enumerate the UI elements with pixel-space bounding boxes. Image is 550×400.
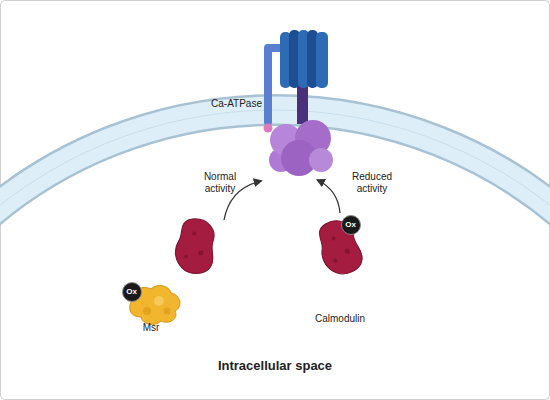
pump-helix: [264, 44, 272, 126]
texture-dot: [331, 236, 336, 241]
texture-dot: [333, 258, 338, 263]
pump-helix-tip: [264, 124, 273, 133]
oxidation-badge: Ox: [341, 215, 361, 235]
calmodulin-body: [172, 216, 220, 276]
texture-bump: [143, 307, 151, 315]
protein-label: Calmodulin: [305, 313, 375, 325]
msr-enzyme: Msr Ox: [118, 280, 184, 336]
activity-label: Reduced activity: [350, 171, 394, 194]
activity-label: Normal activity: [198, 171, 242, 194]
texture-bump: [164, 308, 171, 315]
pump-protein: [264, 30, 334, 176]
enzyme-label: Msr: [118, 322, 184, 334]
membrane-midline: [0, 110, 550, 400]
ox-mark: Ox: [342, 216, 359, 233]
pump-stalk: [297, 84, 308, 124]
oxidized-calmodulin: Calmodulin Ox: [305, 213, 375, 327]
membrane-edge: [0, 110, 550, 400]
texture-bump: [154, 296, 164, 306]
region-label: Intracellular space: [150, 359, 400, 374]
calmodulin-blob: [172, 216, 220, 276]
texture-dot: [198, 250, 204, 256]
pump-lobe: [309, 148, 333, 172]
protein-label: Ca-ATPase: [210, 98, 262, 110]
texture-dot: [192, 231, 197, 236]
oxidation-badge: Ox: [122, 282, 142, 302]
ox-mark: Ox: [123, 283, 140, 300]
texture-dot: [184, 254, 189, 259]
cell-membrane: [0, 110, 550, 400]
activity-arrow: [318, 180, 340, 213]
membrane-core: [0, 110, 550, 400]
ca-atpase-pump: Ca-ATPase: [210, 26, 338, 180]
texture-dot: [344, 248, 350, 254]
pump-domain: [316, 32, 328, 88]
